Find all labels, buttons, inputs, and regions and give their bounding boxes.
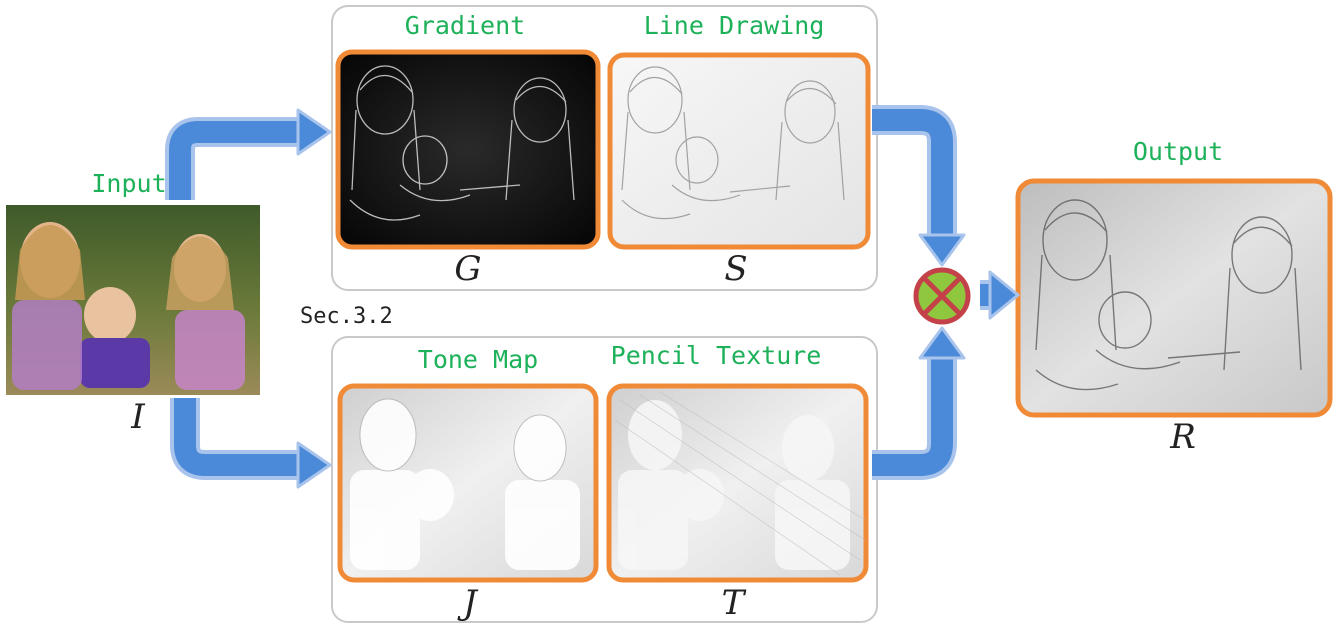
gradient-label: Gradient (405, 11, 525, 40)
output-symbol: R (1169, 417, 1196, 457)
pencil-texture-symbol: T (722, 583, 747, 623)
multiply-circle-icon (913, 267, 971, 325)
gradient-image (335, 49, 601, 250)
input-symbol: I (130, 397, 145, 437)
line-drawing-image (607, 52, 871, 250)
pencil-texture-label: Pencil Texture (611, 341, 822, 370)
output-image (1015, 178, 1333, 418)
line-drawing-symbol: S (724, 249, 747, 289)
line-drawing-label: Line Drawing (644, 11, 825, 40)
tone-map-image (337, 383, 599, 583)
top-panel (331, 5, 878, 291)
output-label: Output (1133, 137, 1223, 166)
section-label: Sec.3.2 (300, 304, 393, 329)
input-image (6, 205, 260, 395)
input-label: Input (91, 169, 166, 198)
gradient-symbol: G (454, 249, 481, 289)
pencil-texture-image (606, 383, 869, 583)
tone-map-symbol: J (457, 583, 479, 623)
arrow-heads (296, 108, 1020, 489)
tone-map-label: Tone Map (418, 345, 538, 374)
flow-arrow-icon (165, 105, 995, 480)
